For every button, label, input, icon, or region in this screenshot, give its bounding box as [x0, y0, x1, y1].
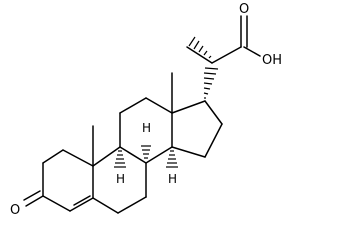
hash-bond-c9-h	[114, 150, 126, 168]
carboxyl-oh-label: OH	[262, 53, 282, 68]
hash-bond-c14-h	[166, 150, 178, 168]
bond-c20-c21	[211, 46, 242, 64]
bond-c11-c12	[119, 97, 147, 114]
hash-bond-c17-c20	[203, 67, 219, 99]
bond-c10-c1	[62, 149, 94, 167]
bond-c4-c5-double	[73, 195, 91, 206]
bond-c3-o	[25, 195, 44, 207]
hash-bond-c8-h	[141, 145, 151, 159]
bond-c12-c13	[145, 97, 173, 114]
bond-c14-c8	[145, 146, 173, 164]
stereo-h14: H	[166, 150, 178, 186]
carboxylic-acid: O OH	[239, 2, 282, 68]
stereo-h9: H	[114, 150, 126, 186]
h9-label: H	[116, 172, 125, 186]
bond-c3-c4	[42, 195, 71, 212]
ring-b	[92, 146, 147, 214]
h14-label: H	[168, 172, 177, 186]
bond-c9-c10	[92, 146, 121, 167]
carboxyl-oxygen-label: O	[239, 2, 249, 17]
ring-d	[171, 100, 223, 158]
bond-c20-methyl	[186, 46, 213, 64]
hash-bond-c20-methyl	[188, 36, 212, 59]
stereo-h8: H	[141, 121, 151, 159]
bond-c17-c16	[204, 100, 223, 125]
structure-canvas: O	[10, 2, 282, 218]
steroid-structure-diagram: O	[10, 2, 282, 218]
h8-label: H	[142, 121, 151, 135]
ring-c	[119, 97, 173, 164]
bond-c8-c9	[119, 146, 147, 164]
bond-c15-c14	[171, 146, 206, 158]
bond-c16-c15	[204, 123, 223, 158]
bond-c13-c17	[171, 100, 206, 114]
ketone-oxygen-label: O	[10, 203, 20, 218]
bond-c-oh	[243, 46, 261, 57]
bond-c1-c2	[42, 149, 64, 164]
ring-a	[42, 149, 94, 212]
bond-c3-o-double	[23, 190, 41, 201]
side-chain	[186, 36, 242, 99]
bond-c5-c6	[92, 197, 119, 214]
ketone-group: O	[10, 190, 44, 218]
bond-c6-c7	[117, 196, 147, 214]
bond-c4-c5	[69, 197, 94, 212]
